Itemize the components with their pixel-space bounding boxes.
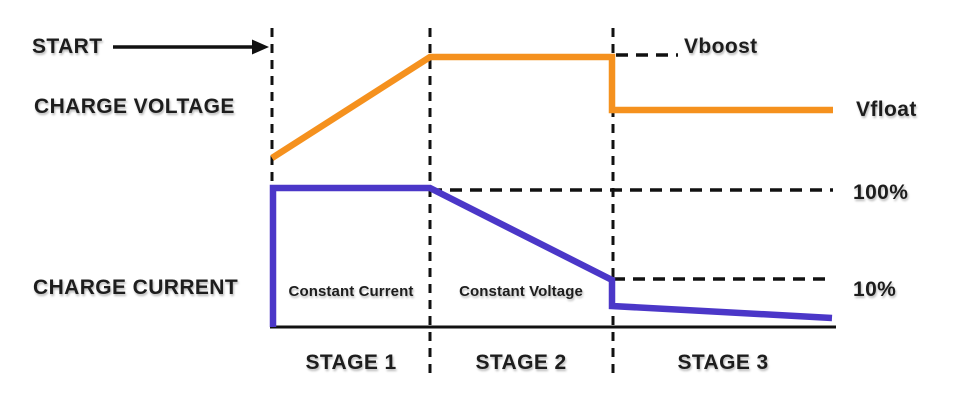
stage-2-label: STAGE 2 <box>475 351 567 374</box>
constant-current-mode-label: Constant Current <box>288 283 414 300</box>
stage-1-label: STAGE 1 <box>305 351 397 374</box>
vboost-level-label: Vboost <box>684 35 758 58</box>
start-arrow-head-icon <box>252 39 269 55</box>
constant-voltage-mode-label: Constant Voltage <box>459 283 583 300</box>
stage-3-label: STAGE 3 <box>677 351 769 374</box>
start-label: START <box>32 35 103 58</box>
charge-voltage-axis-label: CHARGE VOLTAGE <box>34 95 235 118</box>
vfloat-level-label: Vfloat <box>856 98 917 121</box>
current-100pct-label: 100% <box>853 181 909 204</box>
charge-current-axis-label: CHARGE CURRENT <box>33 276 239 299</box>
charge-current-curve <box>269 184 833 327</box>
charge-voltage-curve <box>270 53 833 161</box>
current-10pct-label: 10% <box>853 278 897 301</box>
